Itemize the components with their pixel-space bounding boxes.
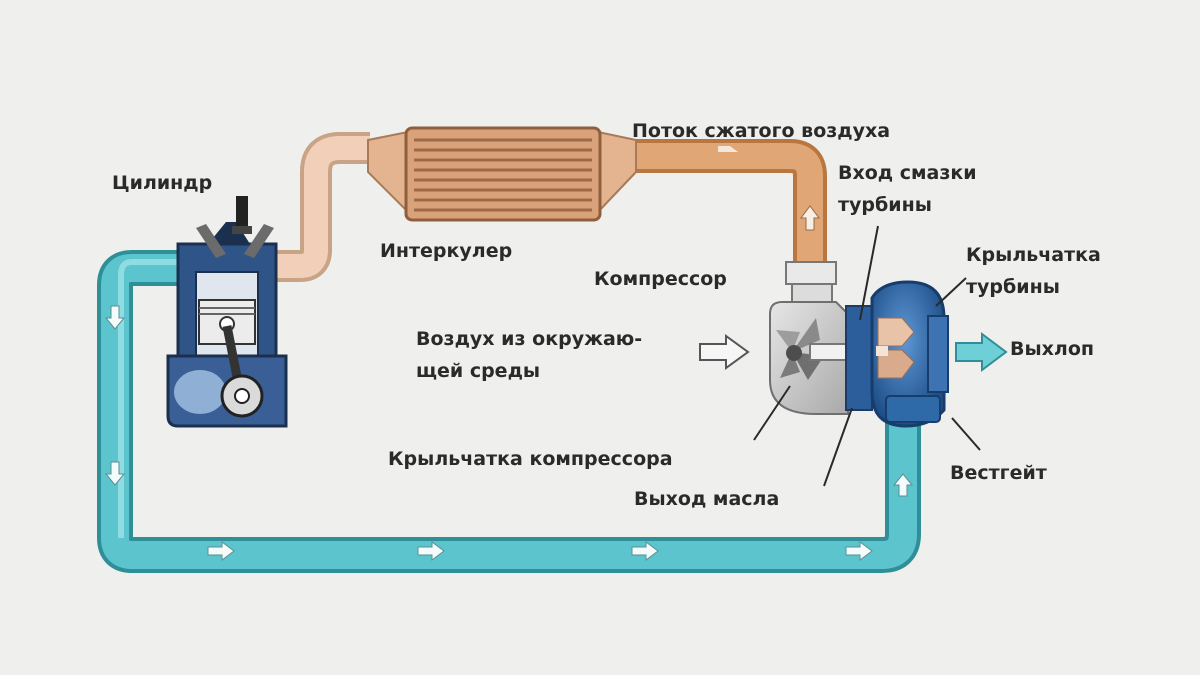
arrow-right-icon xyxy=(417,541,445,561)
bearing-housing xyxy=(845,305,873,411)
arrow-right-icon xyxy=(845,541,873,561)
turbine-housing xyxy=(870,280,949,428)
label-compressor-wheel: Крыльчатка компрессора xyxy=(388,448,673,470)
ambient-air-arrow-icon xyxy=(699,334,750,370)
label-compressed-air-flow: Поток сжатого воздуха xyxy=(632,120,891,142)
label-intercooler: Интеркулер xyxy=(380,240,513,262)
exhaust-flow-arrows xyxy=(104,305,914,561)
intercooler xyxy=(367,126,637,222)
label-exhaust: Выхлоп xyxy=(1010,338,1095,360)
exhaust-outlet-arrow-icon xyxy=(955,332,1008,372)
compressed-air-pipe xyxy=(628,139,827,262)
exhaust-loop-pipe xyxy=(97,250,921,573)
label-ambient-air-2: щей среды xyxy=(416,360,541,382)
label-turbine-wheel-1: Крыльчатка xyxy=(966,244,1101,266)
label-turbine-oil-inlet-1: Вход смазки xyxy=(838,162,977,184)
arrow-right-icon xyxy=(631,541,659,561)
arrow-down-icon xyxy=(104,461,126,486)
engine-cylinder xyxy=(166,196,288,428)
label-turbine-oil-inlet-2: турбины xyxy=(838,194,932,216)
arrow-down-icon xyxy=(104,305,126,330)
spark-plug xyxy=(236,196,248,230)
label-cylinder: Цилиндр xyxy=(112,172,213,194)
compressor-housing xyxy=(769,261,849,415)
arrow-right-icon xyxy=(207,541,235,561)
label-compressor: Компрессор xyxy=(594,268,727,290)
label-oil-outlet: Выход масла xyxy=(634,488,780,510)
arrow-up-icon xyxy=(892,473,914,497)
label-ambient-air-1: Воздух из окружаю- xyxy=(416,328,643,350)
intake-pipe-to-engine xyxy=(268,132,370,282)
leader-lines xyxy=(753,225,981,487)
turbine-wheel xyxy=(876,317,915,379)
arrow-up-icon xyxy=(800,205,820,231)
label-turbine-wheel-2: турбины xyxy=(966,276,1060,298)
label-wastegate: Вестгейт xyxy=(950,462,1047,484)
